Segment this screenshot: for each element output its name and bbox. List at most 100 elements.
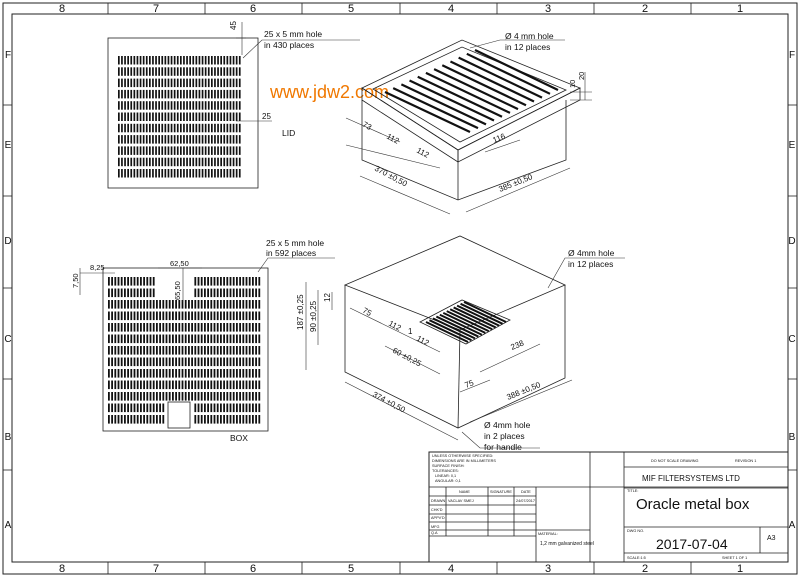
slot-hole <box>258 277 261 286</box>
slot-hole <box>248 357 251 367</box>
slot-hole <box>156 334 158 344</box>
slot-hole <box>213 357 216 367</box>
slot-hole <box>164 135 167 144</box>
slot-hole <box>152 346 155 355</box>
tb-size: A3 <box>767 535 776 542</box>
slot-hole <box>124 357 126 367</box>
slot-hole <box>236 300 238 309</box>
slot-hole <box>133 169 136 178</box>
slot-hole <box>127 123 129 133</box>
slot-hole <box>194 346 197 355</box>
title-block: UNLESS OTHERWISE SPECIFIED: DIMENSIONS A… <box>428 451 789 563</box>
slot-hole <box>255 334 257 344</box>
slot-hole <box>226 323 229 332</box>
slot-hole <box>216 392 219 401</box>
slot-hole <box>127 323 129 332</box>
slot-hole <box>142 157 145 167</box>
slot-hole <box>195 112 198 121</box>
slot-hole <box>145 169 148 178</box>
tb-material-label: MATERIAL: <box>538 532 558 536</box>
slot-hole <box>120 288 123 298</box>
slot-hole <box>149 311 152 321</box>
slot-hole <box>252 403 254 413</box>
slot-hole <box>258 403 261 413</box>
slot-hole <box>181 334 184 344</box>
slot-hole <box>124 169 126 178</box>
slot-hole <box>189 56 191 65</box>
slot-hole <box>184 392 187 401</box>
slot-hole <box>161 135 164 144</box>
slot-hole <box>201 56 204 65</box>
slot-hole <box>207 123 210 133</box>
slot-hole <box>207 78 210 88</box>
slot-hole <box>114 323 117 332</box>
slot-hole <box>238 123 241 133</box>
slot-hole <box>164 112 167 121</box>
slot-hole <box>191 300 193 309</box>
slot-hole <box>175 357 177 367</box>
slot-hole <box>121 135 123 144</box>
slot-hole <box>198 146 201 155</box>
slot-hole <box>183 169 185 178</box>
slot-hole <box>159 380 161 390</box>
slot-hole <box>204 288 206 298</box>
slot-hole <box>239 277 241 286</box>
box-dim-gap-h: 65,50 <box>173 281 182 300</box>
slot-hole <box>142 89 145 99</box>
slot-hole <box>207 357 209 367</box>
slot-hole <box>156 415 158 424</box>
slot-hole <box>155 135 157 144</box>
tb-dwg-no: 2017-07-04 <box>656 536 728 552</box>
iso-box-d112a: 112 <box>387 319 403 333</box>
slot-hole <box>178 369 181 378</box>
slot-hole <box>120 392 123 401</box>
slot-hole <box>164 89 167 99</box>
slot-hole <box>180 101 182 110</box>
slot-hole <box>118 56 120 65</box>
slot-hole <box>238 89 241 99</box>
slot-hole <box>220 346 222 355</box>
slot-hole <box>223 157 226 167</box>
slot-hole <box>161 157 164 167</box>
slot-hole <box>236 277 238 286</box>
col-label-top: 5 <box>348 3 354 15</box>
slot-hole <box>142 78 145 88</box>
slot-hole <box>186 78 188 88</box>
slot-hole <box>229 357 232 367</box>
slot-hole <box>210 323 213 332</box>
slot-hole <box>155 169 157 178</box>
slot-hole <box>117 334 120 344</box>
slot-hole <box>214 78 216 88</box>
slot-hole <box>114 334 117 344</box>
slot-hole <box>130 56 133 65</box>
slot-hole <box>133 157 136 167</box>
slot-hole <box>139 78 142 88</box>
slot-hole <box>136 380 139 390</box>
slot-hole <box>217 146 219 155</box>
slot-hole <box>149 288 152 298</box>
slot-hole <box>195 157 198 167</box>
slot-hole <box>197 334 200 344</box>
slot-hole <box>223 146 226 155</box>
col-label-top: 3 <box>545 3 551 15</box>
slot-hole <box>223 112 226 121</box>
slot-hole <box>172 392 174 401</box>
slot-hole <box>217 89 219 99</box>
slot-hole <box>245 311 248 321</box>
slot-hole <box>108 300 110 309</box>
slot-hole <box>195 146 198 155</box>
slot-hole <box>232 101 235 110</box>
slot-hole <box>211 101 213 110</box>
tb-material: 1,2 mm galvanized steel <box>540 541 594 547</box>
slot-hole <box>220 403 222 413</box>
box-hole-grid <box>108 277 261 424</box>
slot-hole <box>136 288 139 298</box>
slot-hole <box>439 313 483 336</box>
slot-hole <box>220 357 222 367</box>
slot-hole <box>143 403 145 413</box>
slot-hole <box>136 169 139 178</box>
slot-hole <box>192 78 195 88</box>
slot-hole <box>183 67 185 76</box>
slot-hole <box>175 346 177 355</box>
slot-hole <box>242 380 245 390</box>
